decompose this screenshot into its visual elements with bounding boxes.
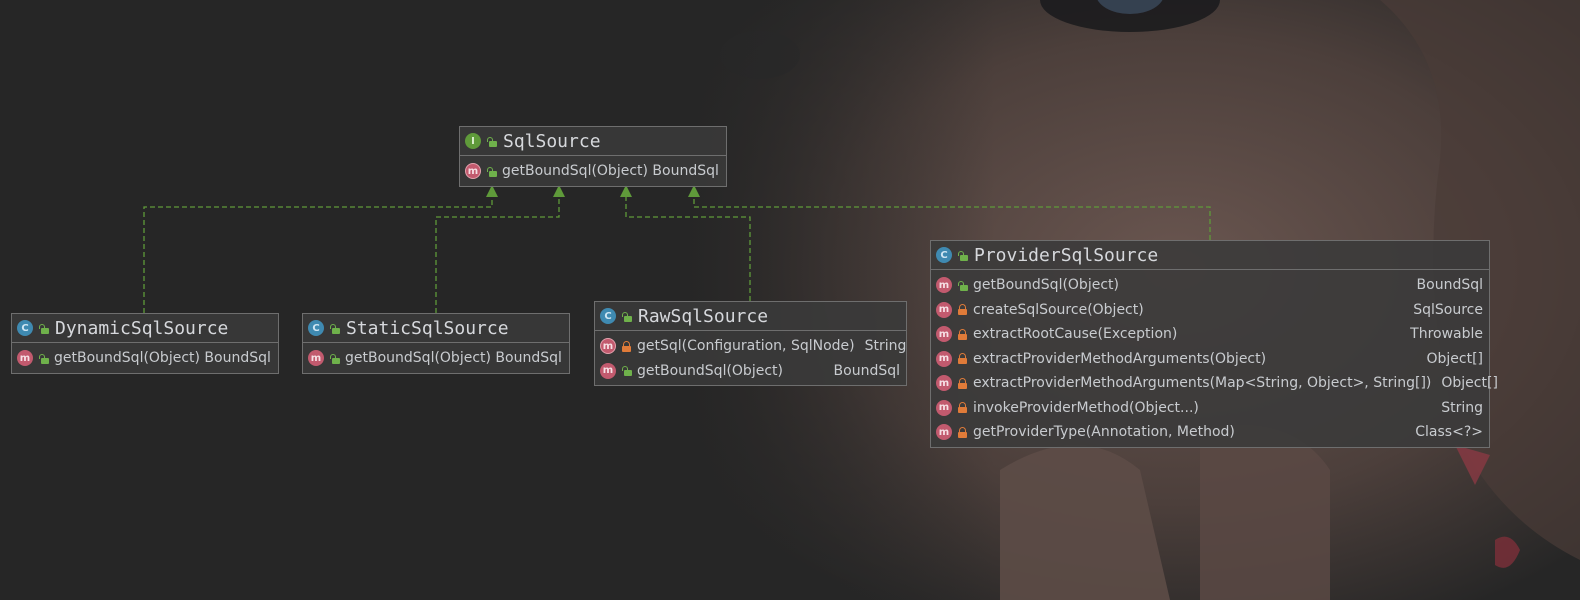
arrowhead-provider: [688, 185, 700, 197]
edge-static-to-sqlsource: [435, 194, 560, 313]
method-signature: getProviderType(Annotation, Method): [973, 424, 1235, 441]
abstract-method-icon: m: [465, 163, 481, 180]
class-icon: C: [17, 320, 33, 336]
method-signature: invokeProviderMethod(Object...): [973, 399, 1199, 416]
class-header: I SqlSource: [460, 127, 726, 156]
method-icon: m: [17, 350, 33, 367]
arrowhead-static: [553, 185, 565, 197]
private-visibility-icon: [621, 340, 632, 352]
edge-raw-to-sqlsource: [625, 194, 751, 301]
class-header: C DynamicSqlSource: [12, 314, 278, 343]
method-row[interactable]: m getBoundSql(Object) BoundSql: [460, 159, 726, 184]
method-signature: extractProviderMethodArguments(Map<Strin…: [973, 375, 1432, 392]
method-return-type: SqlSource: [1413, 301, 1483, 318]
method-icon: m: [936, 375, 952, 392]
method-row[interactable]: m extractProviderMethodArguments(Map<Str…: [931, 371, 1498, 396]
class-header: C RawSqlSource: [595, 302, 906, 331]
class-icon: C: [308, 320, 324, 336]
edge-provider-to-sqlsource: [693, 194, 1211, 240]
class-icon: C: [936, 247, 952, 263]
public-visibility-icon: [329, 323, 340, 334]
method-signature: extractRootCause(Exception): [973, 326, 1178, 343]
method-icon: m: [936, 350, 952, 367]
method-icon: m: [936, 301, 952, 318]
class-header: C ProviderSqlSource: [931, 241, 1489, 270]
method-icon: m: [308, 350, 324, 367]
private-visibility-icon: [957, 426, 968, 438]
arrowhead-raw: [620, 185, 632, 197]
class-name: RawSqlSource: [638, 305, 769, 327]
method-signature: getSql(Configuration, SqlNode): [637, 338, 855, 355]
method-return-type: String: [1441, 399, 1483, 416]
method-icon: m: [936, 424, 952, 441]
method-return-type: String: [864, 338, 907, 355]
method-signature: getBoundSql(Object): [973, 277, 1119, 294]
static-method-icon: m: [600, 338, 616, 355]
public-visibility-icon: [621, 311, 632, 322]
method-return-type: BoundSql: [1416, 277, 1483, 294]
method-icon: m: [936, 326, 952, 343]
method-row[interactable]: m getBoundSql(Object) BoundSql: [595, 359, 906, 384]
method-signature: getBoundSql(Object): [637, 362, 783, 379]
public-visibility-icon: [38, 353, 49, 364]
arrowhead-dynamic: [486, 185, 498, 197]
method-return-type: Object[]: [1426, 350, 1483, 367]
private-visibility-icon: [957, 353, 968, 365]
class-name: DynamicSqlSource: [55, 317, 229, 339]
class-name: StaticSqlSource: [346, 317, 509, 339]
method-return-type: Class<?>: [1415, 424, 1483, 441]
public-visibility-icon: [38, 323, 49, 334]
public-visibility-icon: [329, 353, 340, 364]
method-signature: getBoundSql(Object) BoundSql: [345, 350, 562, 367]
method-return-type: BoundSql: [833, 362, 900, 379]
private-visibility-icon: [957, 304, 968, 316]
public-visibility-icon: [486, 136, 497, 147]
public-visibility-icon: [621, 365, 632, 377]
method-row[interactable]: m invokeProviderMethod(Object...) String: [931, 396, 1489, 421]
method-row[interactable]: m getSql(Configuration, SqlNode) String: [595, 334, 906, 359]
method-row[interactable]: m getProviderType(Annotation, Method) Cl…: [931, 420, 1489, 445]
method-return-type: Object[]: [1441, 375, 1498, 392]
method-icon: m: [936, 277, 952, 294]
method-row[interactable]: m createSqlSource(Object) SqlSource: [931, 298, 1489, 323]
method-signature: createSqlSource(Object): [973, 301, 1144, 318]
private-visibility-icon: [957, 402, 968, 414]
private-visibility-icon: [957, 377, 968, 389]
method-icon: m: [936, 399, 952, 416]
method-row[interactable]: m extractRootCause(Exception) Throwable: [931, 322, 1489, 347]
method-return-type: Throwable: [1410, 326, 1483, 343]
public-visibility-icon: [957, 250, 968, 261]
class-name: SqlSource: [503, 130, 601, 152]
public-visibility-icon: [957, 280, 968, 291]
method-signature: getBoundSql(Object) BoundSql: [54, 350, 271, 367]
method-row[interactable]: m getBoundSql(Object) BoundSql: [303, 346, 569, 371]
class-node-sqlsource[interactable]: I SqlSource m getBoundSql(Object) BoundS…: [459, 126, 727, 187]
class-header: C StaticSqlSource: [303, 314, 569, 343]
method-signature: getBoundSql(Object) BoundSql: [502, 163, 719, 180]
class-node-rawsqlsource[interactable]: C RawSqlSource m getSql(Configuration, S…: [594, 301, 907, 386]
public-visibility-icon: [486, 166, 497, 177]
method-icon: m: [600, 362, 616, 379]
class-node-staticsqlsource[interactable]: C StaticSqlSource m getBoundSql(Object) …: [302, 313, 570, 374]
method-row[interactable]: m getBoundSql(Object) BoundSql: [931, 273, 1489, 298]
method-row[interactable]: m extractProviderMethodArguments(Object)…: [931, 347, 1489, 372]
edge-dynamic-to-sqlsource: [143, 194, 493, 313]
method-signature: extractProviderMethodArguments(Object): [973, 350, 1267, 367]
interface-icon: I: [465, 133, 481, 149]
private-visibility-icon: [957, 328, 968, 340]
method-row[interactable]: m getBoundSql(Object) BoundSql: [12, 346, 278, 371]
class-node-dynamicsqlsource[interactable]: C DynamicSqlSource m getBoundSql(Object)…: [11, 313, 279, 374]
class-name: ProviderSqlSource: [974, 244, 1159, 266]
class-node-providersqlsource[interactable]: C ProviderSqlSource m getBoundSql(Object…: [930, 240, 1498, 448]
class-icon: C: [600, 308, 616, 324]
